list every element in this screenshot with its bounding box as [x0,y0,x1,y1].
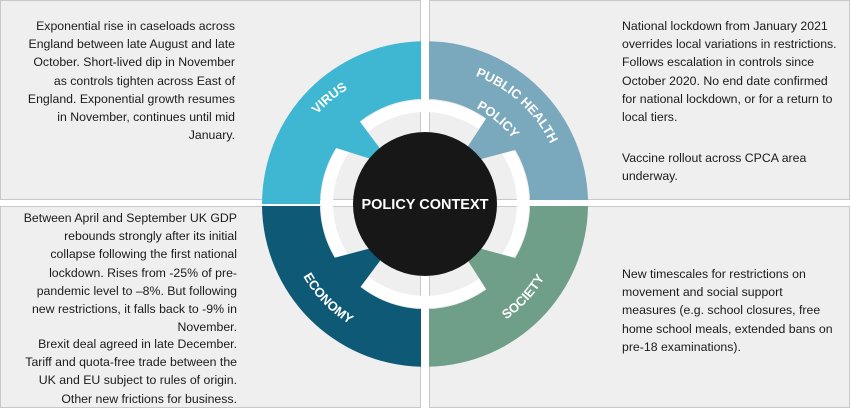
economy-panel: Between April and September UK GDP rebou… [0,206,421,408]
economy-gdp-description: Between April and September UK GDP rebou… [23,211,237,335]
economy-ring-segment [262,206,421,367]
brexit-description: Brexit deal agreed in late December. Tar… [25,337,237,406]
virus-description: Exponential rise in caseloads across Eng… [27,19,235,143]
virus-ring-segment [262,41,421,205]
inner-white-ring [321,100,529,308]
center-circle [353,132,497,276]
public-health-ring-segment [429,41,588,201]
center-label: POLICY CONTEXT [361,197,488,213]
vaccine-rollout-note: Vaccine rollout across CPCA area underwa… [622,151,807,184]
society-description: New timescales for restrictions on movem… [622,267,833,354]
public-health-description: National lockdown from January 2021 over… [622,19,837,125]
